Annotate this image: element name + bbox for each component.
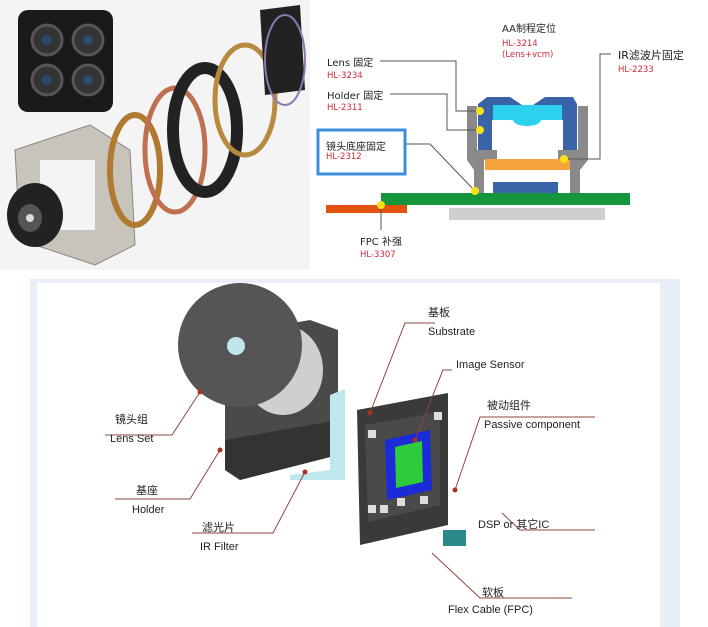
passive-cn: 被动组件 bbox=[487, 400, 531, 412]
ir-fix-label: IR滤波片固定 bbox=[618, 49, 684, 62]
lens-set-en: Lens Set bbox=[110, 433, 154, 445]
fpc-label: FPC 补强 bbox=[360, 237, 402, 248]
dsp-en: DSP or 其它IC bbox=[478, 519, 550, 531]
image-sensor-en: Image Sensor bbox=[456, 359, 525, 371]
substrate-cn: 基板 bbox=[428, 307, 450, 319]
ir-filter-en: IR Filter bbox=[200, 541, 239, 553]
aa-note: (Lens+vcm) bbox=[502, 50, 554, 60]
holder-fix-code: HL-2311 bbox=[327, 103, 363, 113]
flex-cn: 软板 bbox=[482, 587, 504, 599]
lens-fix-code: HL-3234 bbox=[327, 71, 363, 81]
lens-fix-label: Lens 固定 bbox=[327, 58, 374, 69]
lens-set-cn: 镜头组 bbox=[115, 414, 148, 426]
fpc-code: HL-3307 bbox=[360, 250, 396, 260]
holder-cn: 基座 bbox=[136, 485, 158, 497]
camera-module-structure-panel bbox=[37, 283, 660, 627]
cross-section-diagram bbox=[316, 53, 630, 230]
flex-en: Flex Cable (FPC) bbox=[448, 604, 533, 616]
holder-fix-label: Holder 固定 bbox=[327, 91, 384, 102]
passive-en: Passive component bbox=[484, 419, 580, 431]
base-fix-code: HL-2312 bbox=[326, 152, 362, 162]
base-fix-label: 镜头底座固定 bbox=[326, 142, 386, 153]
ir-fix-code: HL-2233 bbox=[618, 65, 654, 75]
ir-filter-cn: 滤光片 bbox=[202, 522, 235, 534]
substrate-en: Substrate bbox=[428, 326, 476, 338]
holder-en: Holder bbox=[132, 504, 165, 516]
aa-code: HL-3214 bbox=[502, 39, 538, 49]
exploded-camera-illustration bbox=[0, 0, 310, 270]
aa-label: AA制程定位 bbox=[502, 24, 556, 35]
